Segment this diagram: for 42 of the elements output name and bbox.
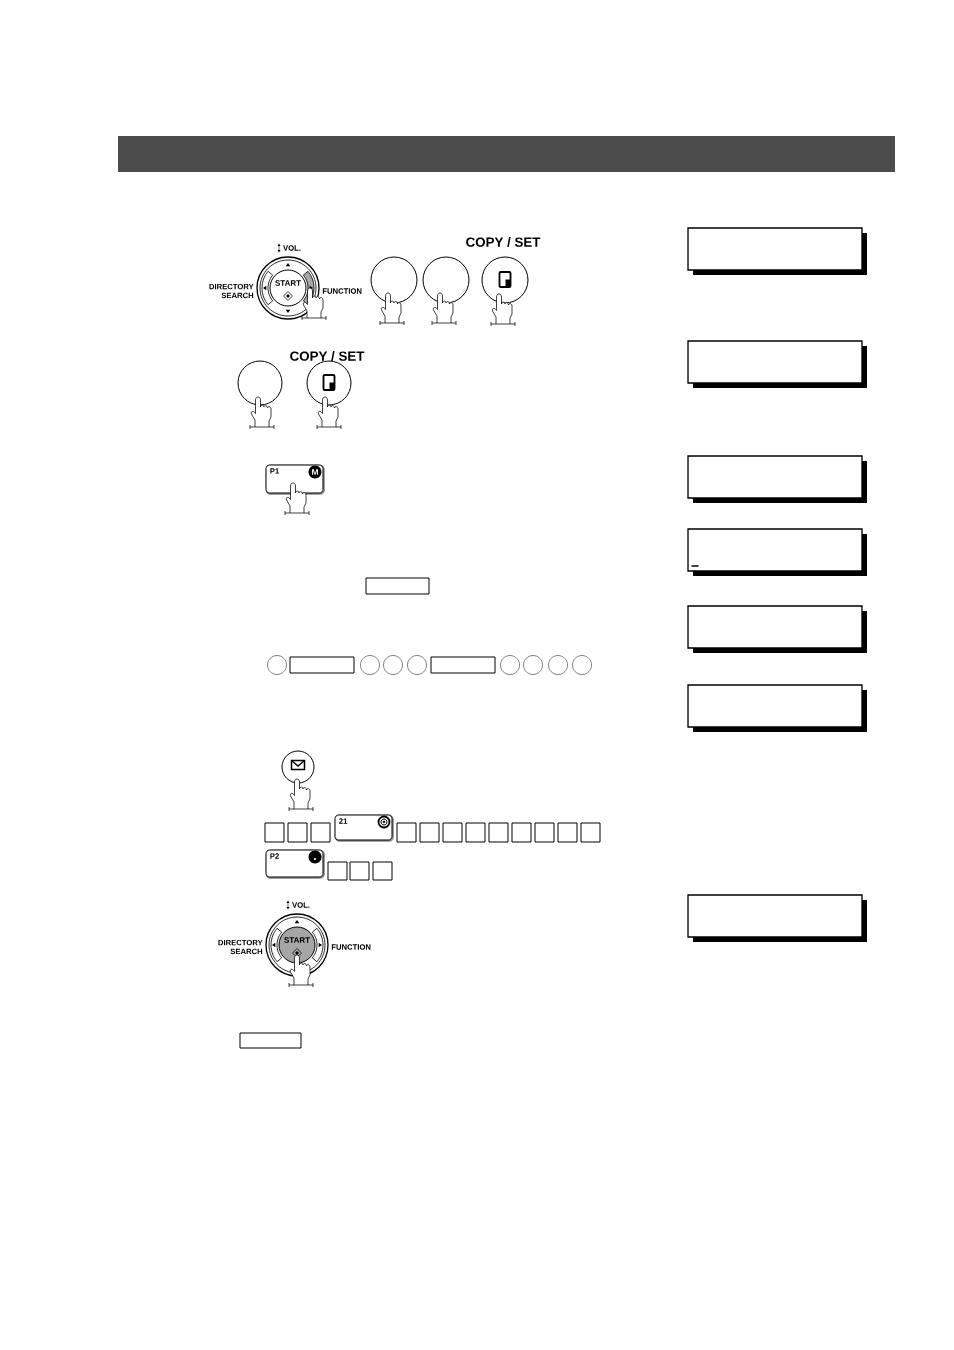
- round-key: [572, 655, 592, 675]
- start-dial: START: [265, 913, 329, 977]
- display-screen: [687, 340, 867, 388]
- square-key: [442, 822, 463, 843]
- square-key: [396, 822, 417, 843]
- wide-key: [239, 1032, 302, 1049]
- wide-key: [430, 656, 496, 674]
- key-label: COPY / SET: [466, 237, 541, 247]
- square-key: [310, 822, 331, 843]
- square-key: [534, 822, 555, 843]
- square-key: [557, 822, 578, 843]
- wide-key: [289, 656, 355, 674]
- display-screen: [687, 455, 867, 503]
- display-screen: [687, 894, 867, 942]
- square-key: [419, 822, 440, 843]
- square-key: [372, 861, 393, 881]
- round-key: [548, 655, 568, 675]
- round-key: [523, 655, 543, 675]
- round-key: [237, 360, 283, 406]
- square-key: [580, 822, 601, 843]
- round-key: [422, 256, 470, 304]
- display-screen: [687, 684, 867, 732]
- round-key: [383, 655, 403, 675]
- square-key: [287, 822, 308, 843]
- round-key: [370, 256, 418, 304]
- display-screen: [687, 227, 867, 275]
- square-key: [465, 822, 486, 843]
- round-key: [281, 750, 315, 784]
- square-key: [327, 861, 348, 881]
- square-key: [264, 822, 285, 843]
- key-badge: M: [308, 465, 322, 479]
- display-screen: [687, 605, 867, 653]
- square-key: [488, 822, 509, 843]
- square-key: [511, 822, 532, 843]
- round-key: [407, 655, 427, 675]
- square-key: [349, 861, 370, 881]
- round-key: [267, 655, 287, 675]
- round-key: [360, 655, 380, 675]
- round-key: [500, 655, 520, 675]
- key-label: COPY / SET: [290, 351, 365, 361]
- display-screen: [687, 528, 867, 576]
- wide-key: [365, 577, 430, 595]
